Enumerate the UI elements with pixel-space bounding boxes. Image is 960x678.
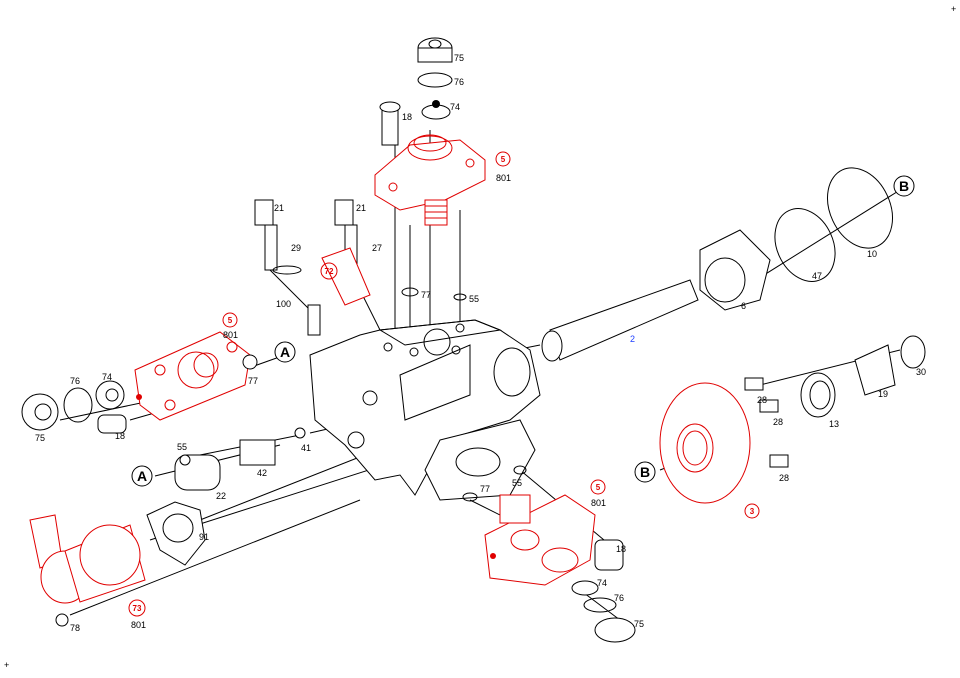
part-label: 801 — [223, 330, 238, 340]
part-label: 76 — [70, 376, 80, 386]
part-label: 41 — [301, 443, 311, 453]
part-label: 91 — [199, 532, 209, 542]
fittings — [254, 199, 467, 336]
corner-mark: + — [951, 4, 956, 14]
part-label: 21 — [356, 203, 366, 213]
part-label: 77 — [421, 290, 431, 300]
reference-label: B — [640, 464, 650, 480]
flange-assembly-3 — [659, 335, 926, 504]
drive-shaft — [541, 167, 893, 362]
part-label: 75 — [634, 619, 644, 629]
part-label: 47 — [812, 271, 822, 281]
part-label: 27 — [372, 243, 382, 253]
assembly-label: 5 — [228, 316, 233, 325]
part-label: 28 — [757, 395, 767, 405]
part-label: 55 — [177, 442, 187, 452]
part-label: 801 — [591, 498, 606, 508]
part-label: 55 — [512, 478, 522, 488]
part-label: 76 — [614, 593, 624, 603]
part-labels: 75 76 74 18 801 21 29 21 27 100 77 55 80… — [35, 53, 926, 633]
part-label: 74 — [102, 372, 112, 382]
part-label: 10 — [867, 249, 877, 259]
part-label: 6 — [741, 301, 746, 311]
part-label: 21 — [274, 203, 284, 213]
reference-label: B — [899, 178, 909, 194]
metering-valve-assembly — [29, 427, 306, 627]
part-label: 18 — [402, 112, 412, 122]
part-label: 29 — [291, 243, 301, 253]
assembly-label: 3 — [750, 507, 755, 516]
part-label: 801 — [496, 173, 511, 183]
part-label: 28 — [773, 417, 783, 427]
pump-housing — [309, 319, 541, 501]
part-label: 77 — [480, 484, 490, 494]
part-label: 28 — [779, 473, 789, 483]
assembly-markers: 5 5 5 72 73 3 — [128, 151, 760, 617]
corner-mark: + — [4, 660, 9, 670]
reference-label: A — [280, 344, 290, 360]
part-label: 22 — [216, 491, 226, 501]
part-label: 13 — [829, 419, 839, 429]
assembly-label: 72 — [325, 267, 334, 276]
part-label: 77 — [248, 376, 258, 386]
assembly-label: 73 — [133, 604, 142, 613]
bottom-flange-assembly — [462, 465, 636, 643]
part-label: 75 — [35, 433, 45, 443]
assembly-label: 5 — [501, 155, 506, 164]
part-label: 74 — [450, 102, 460, 112]
assembly-label: 5 — [596, 483, 601, 492]
part-label: 19 — [878, 389, 888, 399]
reference-label: A — [137, 468, 147, 484]
part-label: 100 — [276, 299, 291, 309]
part-label: 18 — [616, 544, 626, 554]
reference-markers: A A B B — [131, 175, 915, 487]
left-flange-assembly — [21, 331, 258, 434]
part-label: 55 — [469, 294, 479, 304]
part-label: 78 — [70, 623, 80, 633]
part-label: 75 — [454, 53, 464, 63]
part-label: 42 — [257, 468, 267, 478]
part-label-shaft: 2 — [630, 334, 635, 344]
top-flange-assembly — [374, 37, 486, 226]
part-label: 18 — [115, 431, 125, 441]
part-label: 76 — [454, 77, 464, 87]
part-label: 801 — [131, 620, 146, 630]
part-label: 74 — [597, 578, 607, 588]
part-label: 30 — [916, 367, 926, 377]
